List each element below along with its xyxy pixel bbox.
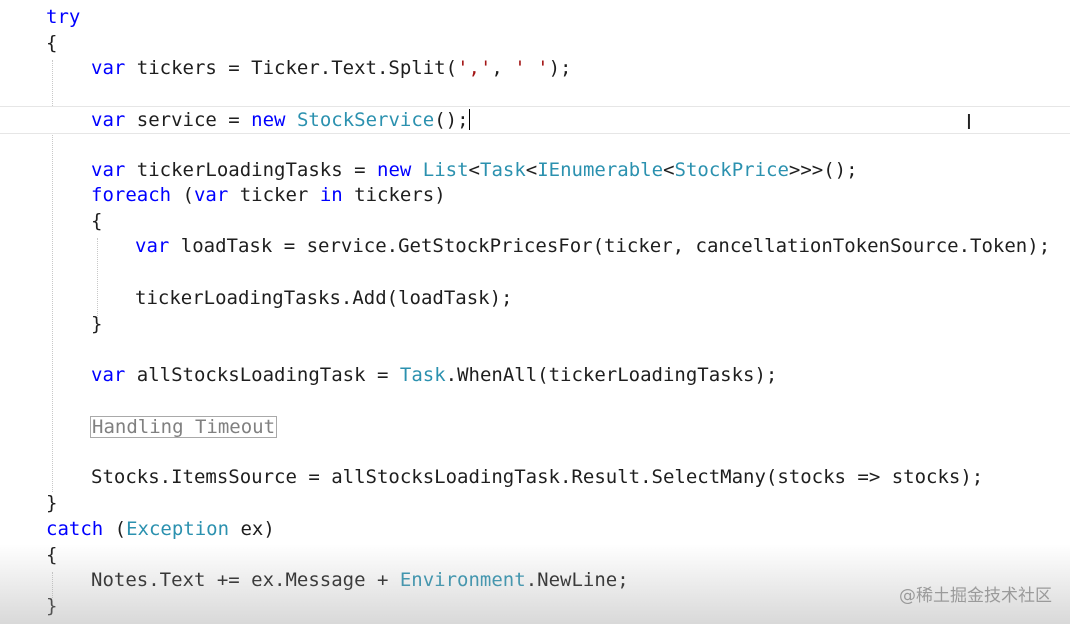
code-line-8[interactable]: foreach (var ticker in tickers) (0, 182, 1070, 208)
code-line-10[interactable]: var loadTask = service.GetStockPricesFor… (0, 233, 1070, 259)
code-line-2[interactable]: { (0, 30, 1070, 56)
type-name: StockService (296, 109, 435, 131)
open-brace: { (91, 210, 103, 232)
code-text: ( (171, 184, 194, 206)
keyword-new: new (377, 159, 412, 181)
code-text: .WhenAll(tickerLoadingTasks); (445, 364, 778, 386)
code-line-15[interactable]: var allStocksLoadingTask = Task.WhenAll(… (0, 362, 1070, 388)
i-beam-cursor-icon: I (966, 110, 972, 134)
code-text: ticker (228, 184, 320, 206)
code-line-9[interactable]: { (0, 208, 1070, 234)
code-text: < (663, 159, 675, 181)
code-text (411, 159, 422, 181)
code-text: tickers = Ticker.Text.Split( (125, 57, 458, 79)
type-name: StockPrice (674, 159, 789, 181)
code-text: Notes.Text += ex.Message + (91, 569, 400, 591)
code-line-1[interactable]: try (0, 4, 1070, 30)
keyword-in: in (319, 184, 343, 206)
code-text: < (468, 159, 480, 181)
code-line-13[interactable]: } (0, 311, 1070, 337)
string-literal: ' ' (514, 57, 549, 79)
code-line-19[interactable]: Stocks.ItemsSource = allStocksLoadingTas… (0, 464, 1070, 490)
code-text: >>>(); (788, 159, 858, 181)
keyword-var: var (91, 159, 126, 181)
code-text: service = (125, 109, 252, 131)
keyword-var: var (193, 184, 229, 206)
close-brace: } (91, 313, 103, 335)
code-text: loadTask = service.GetStockPricesFor(tic… (169, 235, 1051, 257)
text-caret (468, 109, 470, 130)
code-line-7[interactable]: var tickerLoadingTasks = new List<Task<I… (0, 157, 1070, 183)
code-text: , (491, 57, 515, 79)
type-name: IEnumerable (537, 159, 664, 181)
code-text: tickerLoadingTasks.Add(loadTask); (135, 287, 513, 309)
code-text (286, 109, 297, 131)
code-text: ); (548, 57, 572, 79)
keyword-try: try (46, 6, 81, 28)
close-brace: } (46, 595, 58, 617)
keyword-var: var (91, 57, 126, 79)
keyword-var: var (135, 235, 170, 257)
type-name: Task (399, 364, 446, 386)
code-line-23[interactable]: Notes.Text += ex.Message + Environment.N… (0, 567, 1070, 593)
code-line-20[interactable]: } (0, 490, 1070, 516)
code-line-3[interactable]: var tickers = Ticker.Text.Split(',', ' '… (0, 55, 1070, 81)
code-text: .NewLine; (525, 569, 629, 591)
code-text: < (525, 159, 538, 181)
type-name: Environment (399, 569, 526, 591)
code-text: ex) (229, 518, 275, 540)
code-text: tickerLoadingTasks = (125, 159, 377, 181)
code-line-22[interactable]: { (0, 542, 1070, 568)
type-name: Task (480, 159, 526, 181)
keyword-new: new (251, 109, 286, 131)
code-line-21[interactable]: catch (Exception ex) (0, 516, 1070, 542)
type-name: Exception (126, 518, 230, 540)
open-brace: { (46, 32, 58, 54)
string-literal: ',' (457, 57, 492, 79)
close-brace: } (46, 492, 58, 514)
watermark-text: @稀土掘金技术社区 (899, 586, 1052, 606)
indent-guide-catch-block (52, 572, 53, 598)
code-text: allStocksLoadingTask = (125, 364, 400, 386)
code-text: (); (434, 109, 469, 131)
open-brace: { (46, 544, 58, 566)
code-line-5-current[interactable]: var service = new StockService(); (0, 106, 1070, 134)
type-name: List (422, 159, 469, 181)
code-line-17[interactable]: Handling Timeout (0, 414, 1070, 440)
keyword-var: var (91, 364, 126, 386)
code-line-24[interactable]: } (0, 593, 1070, 619)
code-text: tickers) (342, 184, 446, 206)
keyword-foreach: foreach (91, 184, 172, 206)
code-line-12[interactable]: tickerLoadingTasks.Add(loadTask); (0, 285, 1070, 311)
indent-guide-foreach-block (97, 238, 98, 318)
code-text: Stocks.ItemsSource = allStocksLoadingTas… (91, 466, 984, 488)
code-text: ( (103, 518, 127, 540)
keyword-catch: catch (46, 518, 104, 540)
keyword-var: var (91, 109, 126, 131)
collapsed-region-handling-timeout[interactable]: Handling Timeout (90, 416, 278, 438)
indent-guide-try-block (52, 60, 53, 492)
